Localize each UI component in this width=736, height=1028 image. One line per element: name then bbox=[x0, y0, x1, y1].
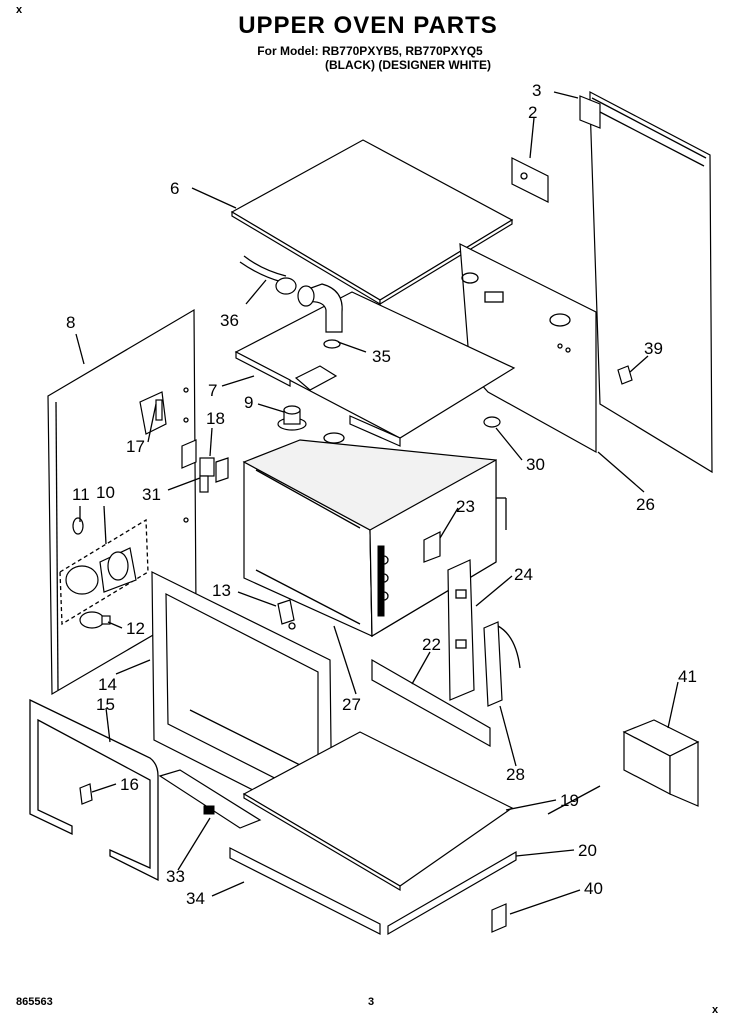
callout-41: 41 bbox=[678, 667, 697, 686]
callout-3: 3 bbox=[532, 81, 541, 100]
part-2-bracket bbox=[511, 157, 549, 203]
part-7-inner-top bbox=[234, 291, 516, 447]
part-3-side-trim bbox=[579, 91, 713, 474]
part-30-plug bbox=[483, 416, 501, 428]
page-number: 3 bbox=[368, 996, 375, 1008]
callout-6: 6 bbox=[170, 179, 179, 198]
callout-39: 39 bbox=[644, 339, 663, 358]
callout-27: 27 bbox=[342, 695, 361, 714]
callout-9: 9 bbox=[244, 393, 253, 412]
callout-8: 8 bbox=[66, 313, 75, 332]
callout-10: 10 bbox=[96, 483, 115, 502]
part-6-top-panel bbox=[230, 139, 514, 306]
callout-13: 13 bbox=[212, 581, 231, 600]
model-line: For Model: RB770PXYB5, RB770PXYQ5 bbox=[257, 44, 483, 58]
callout-36: 36 bbox=[220, 311, 239, 330]
callout-28: 28 bbox=[506, 765, 525, 784]
corner-mark-bottom: x bbox=[712, 1004, 719, 1016]
part-9-sensor bbox=[277, 405, 307, 431]
part-24-hinge-plate bbox=[447, 559, 475, 701]
callout-33: 33 bbox=[166, 867, 185, 886]
callout-22: 22 bbox=[422, 635, 441, 654]
callout-17: 17 bbox=[126, 437, 145, 456]
part-22-rail bbox=[371, 658, 491, 748]
callout-labels: 2 3 6 7 8 9 10 11 12 13 14 15 16 17 18 1… bbox=[66, 81, 697, 908]
doc-number: 865563 bbox=[16, 996, 53, 1008]
callout-11: 11 bbox=[72, 485, 90, 504]
part-15-gasket bbox=[29, 698, 159, 882]
part-16-clip bbox=[79, 783, 93, 805]
part-41-bracket bbox=[622, 719, 700, 807]
part-31-switch bbox=[199, 457, 215, 493]
callout-31: 31 bbox=[142, 485, 161, 504]
part-10-light-socket bbox=[59, 518, 149, 626]
callout-20: 20 bbox=[578, 841, 597, 860]
callout-16: 16 bbox=[120, 775, 139, 794]
part-19-bottom-panel bbox=[242, 731, 514, 892]
callout-26: 26 bbox=[636, 495, 655, 514]
part-34-bottom-rail bbox=[229, 847, 381, 935]
part-26-rear-panel bbox=[459, 242, 597, 454]
leader-lines bbox=[75, 91, 679, 915]
part-12-bulb bbox=[79, 611, 111, 629]
callout-18: 18 bbox=[206, 409, 225, 428]
callout-14: 14 bbox=[98, 675, 117, 694]
callout-15: 15 bbox=[96, 695, 115, 714]
part-40-bracket bbox=[491, 903, 507, 933]
part-18-clip bbox=[181, 439, 229, 483]
callout-35: 35 bbox=[372, 347, 391, 366]
callout-34: 34 bbox=[186, 889, 205, 908]
callout-19: 19 bbox=[560, 791, 579, 810]
part-11-nut bbox=[72, 517, 84, 535]
part-17-switch bbox=[139, 391, 167, 435]
callout-7: 7 bbox=[208, 381, 217, 400]
callout-2: 2 bbox=[528, 103, 537, 122]
part-39-clip bbox=[617, 365, 633, 385]
callout-12: 12 bbox=[126, 619, 145, 638]
corner-mark-top: x bbox=[16, 4, 23, 16]
part-33-kick-plate bbox=[158, 769, 262, 829]
part-13-latch bbox=[277, 599, 296, 630]
diagram-title: UPPER OVEN PARTS bbox=[238, 12, 498, 39]
part-36-vent-hose bbox=[239, 255, 297, 295]
part-28-hinge bbox=[483, 621, 521, 707]
callout-23: 23 bbox=[456, 497, 475, 516]
finish-line: (BLACK) (DESIGNER WHITE) bbox=[325, 58, 491, 72]
part-20-side-rail bbox=[387, 850, 517, 936]
callout-30: 30 bbox=[526, 455, 545, 474]
part-35-elbow-duct bbox=[297, 283, 343, 333]
callout-40: 40 bbox=[584, 879, 603, 898]
part-23-bracket bbox=[423, 531, 441, 563]
callout-24: 24 bbox=[514, 565, 533, 584]
